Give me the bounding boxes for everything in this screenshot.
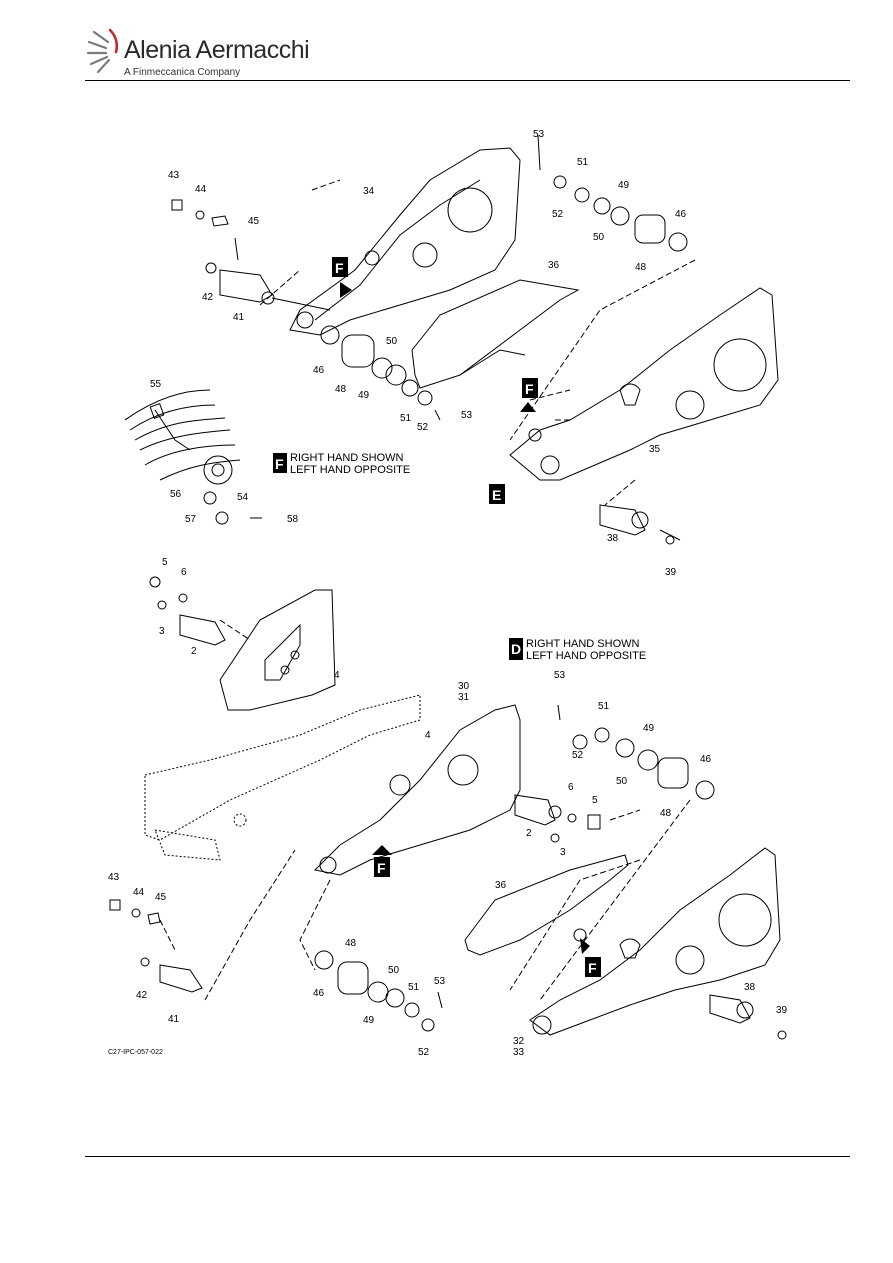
- svg-text:F: F: [335, 260, 344, 276]
- svg-text:46: 46: [313, 365, 325, 376]
- svg-text:43: 43: [168, 170, 180, 181]
- svg-text:41: 41: [168, 1014, 180, 1025]
- svg-text:30: 30: [458, 681, 470, 692]
- footer-rule: [85, 1156, 850, 1157]
- svg-text:36: 36: [495, 880, 507, 891]
- svg-text:42: 42: [202, 292, 214, 303]
- svg-text:39: 39: [665, 567, 677, 578]
- svg-text:32: 32: [513, 1036, 525, 1047]
- callouts-upper: 43 44 45 42 41 34 53 51 49 46 52 50 48 3…: [150, 129, 687, 578]
- svg-text:38: 38: [744, 982, 756, 993]
- svg-text:54: 54: [237, 492, 249, 503]
- svg-text:E: E: [492, 487, 501, 503]
- view-f-note: F RIGHT HAND SHOWN LEFT HAND OPPOSITE: [273, 452, 410, 476]
- view-f-lower-right: F: [580, 938, 601, 977]
- svg-text:31: 31: [458, 692, 470, 703]
- svg-text:48: 48: [635, 262, 647, 273]
- view-f-lower-left: F: [372, 845, 392, 877]
- brand-name: Alenia Aermacchi: [124, 36, 310, 64]
- svg-text:49: 49: [358, 390, 370, 401]
- svg-text:48: 48: [345, 938, 357, 949]
- svg-text:42: 42: [136, 990, 148, 1001]
- svg-text:39: 39: [776, 1005, 788, 1016]
- svg-text:43: 43: [108, 872, 120, 883]
- svg-text:RIGHT HAND SHOWN: RIGHT HAND SHOWN: [526, 638, 640, 650]
- svg-text:F: F: [588, 960, 597, 976]
- svg-text:3: 3: [560, 847, 566, 858]
- svg-text:49: 49: [643, 723, 655, 734]
- svg-text:35: 35: [649, 444, 661, 455]
- svg-text:53: 53: [461, 410, 473, 421]
- figure-caption: C27-IPC-057-022: [108, 1049, 163, 1056]
- svg-text:D: D: [511, 641, 521, 657]
- svg-text:50: 50: [386, 336, 398, 347]
- svg-text:53: 53: [434, 976, 446, 987]
- svg-text:53: 53: [533, 129, 545, 140]
- svg-text:51: 51: [400, 413, 412, 424]
- svg-text:6: 6: [568, 782, 574, 793]
- svg-text:34: 34: [363, 186, 375, 197]
- svg-text:52: 52: [572, 750, 584, 761]
- svg-text:52: 52: [418, 1047, 430, 1058]
- svg-text:44: 44: [133, 887, 145, 898]
- svg-text:52: 52: [552, 209, 564, 220]
- view-e-label: E: [489, 484, 505, 504]
- svg-text:44: 44: [195, 184, 207, 195]
- svg-text:51: 51: [408, 982, 420, 993]
- svg-text:49: 49: [363, 1015, 375, 1026]
- svg-text:F: F: [525, 381, 534, 397]
- svg-text:LEFT HAND OPPOSITE: LEFT HAND OPPOSITE: [290, 464, 410, 476]
- svg-text:F: F: [275, 456, 284, 472]
- header-rule: [85, 80, 850, 81]
- view-f-upper-left: F: [332, 257, 352, 298]
- svg-text:56: 56: [170, 489, 182, 500]
- exploded-parts-illustration: F F F RIGHT HAND SHOWN LEFT HAND OPPOSIT…: [100, 120, 820, 1070]
- svg-text:38: 38: [607, 533, 619, 544]
- svg-text:41: 41: [233, 312, 245, 323]
- svg-text:6: 6: [181, 567, 187, 578]
- svg-text:48: 48: [335, 384, 347, 395]
- svg-text:50: 50: [593, 232, 605, 243]
- svg-text:45: 45: [155, 892, 167, 903]
- svg-text:5: 5: [592, 795, 598, 806]
- svg-text:2: 2: [526, 828, 532, 839]
- svg-text:F: F: [377, 860, 386, 876]
- svg-text:50: 50: [616, 776, 628, 787]
- page-header: Alenia Aermacchi A Finmeccanica Company: [0, 0, 893, 82]
- svg-text:3: 3: [159, 626, 165, 637]
- svg-text:5: 5: [162, 557, 168, 568]
- view-f-upper-right: F: [520, 378, 538, 412]
- svg-text:46: 46: [700, 754, 712, 765]
- svg-text:4: 4: [334, 670, 340, 681]
- svg-text:57: 57: [185, 514, 197, 525]
- svg-text:51: 51: [577, 157, 589, 168]
- alenia-aermacchi-logo: [86, 28, 119, 74]
- svg-text:LEFT HAND OPPOSITE: LEFT HAND OPPOSITE: [526, 650, 646, 662]
- view-d-note: D RIGHT HAND SHOWN LEFT HAND OPPOSITE: [509, 638, 646, 662]
- svg-text:50: 50: [388, 965, 400, 976]
- svg-text:46: 46: [313, 988, 325, 999]
- brand-subtitle: A Finmeccanica Company: [124, 67, 241, 78]
- svg-text:49: 49: [618, 180, 630, 191]
- svg-text:33: 33: [513, 1047, 525, 1058]
- svg-text:55: 55: [150, 379, 162, 390]
- svg-text:58: 58: [287, 514, 299, 525]
- svg-text:4: 4: [425, 730, 431, 741]
- svg-text:46: 46: [675, 209, 687, 220]
- svg-text:2: 2: [191, 646, 197, 657]
- svg-text:52: 52: [417, 422, 429, 433]
- parts-drawing: F F F RIGHT HAND SHOWN LEFT HAND OPPOSIT…: [108, 129, 788, 1058]
- svg-text:RIGHT HAND SHOWN: RIGHT HAND SHOWN: [290, 452, 404, 464]
- svg-text:36: 36: [548, 260, 560, 271]
- svg-text:45: 45: [248, 216, 260, 227]
- svg-text:53: 53: [554, 670, 566, 681]
- svg-text:51: 51: [598, 701, 610, 712]
- svg-text:48: 48: [660, 808, 672, 819]
- callouts-lower: 5 6 3 2 4 4 30 31 53 51 52 49 50 46 48 6…: [108, 557, 788, 1058]
